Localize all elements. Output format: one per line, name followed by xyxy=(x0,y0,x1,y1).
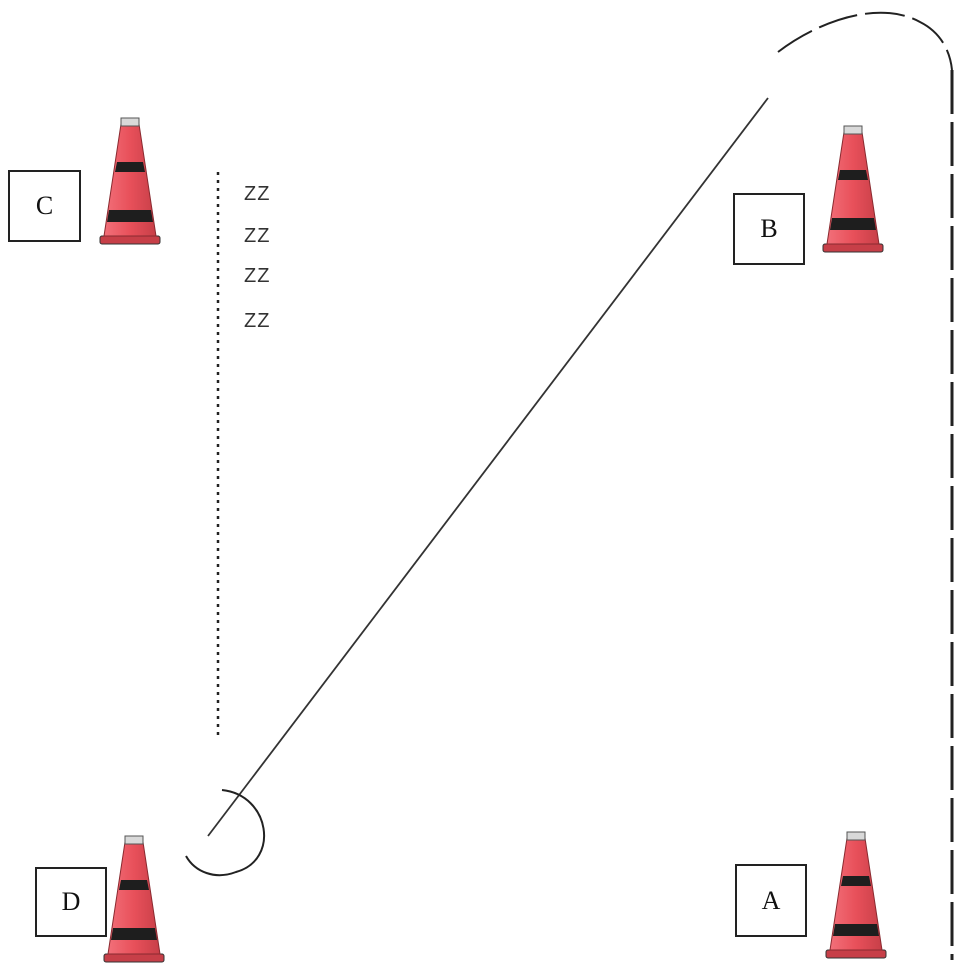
diagonal-path xyxy=(207,97,769,837)
cone-c-icon xyxy=(99,117,161,245)
cone-b-icon xyxy=(822,125,884,253)
label-a: A xyxy=(735,864,807,937)
label-b: B xyxy=(733,193,805,265)
turn-arc-b xyxy=(777,11,953,71)
label-d: D xyxy=(35,867,107,937)
cone-a-icon xyxy=(825,831,887,959)
sleep-mark: ZZ xyxy=(244,265,271,287)
label-c: C xyxy=(8,170,81,242)
sleep-mark: ZZ xyxy=(244,225,271,247)
cone-d-icon xyxy=(103,835,165,963)
sleep-mark: ZZ xyxy=(244,183,271,205)
turn-loop-d xyxy=(185,789,265,877)
sleep-mark: ZZ xyxy=(244,310,271,332)
